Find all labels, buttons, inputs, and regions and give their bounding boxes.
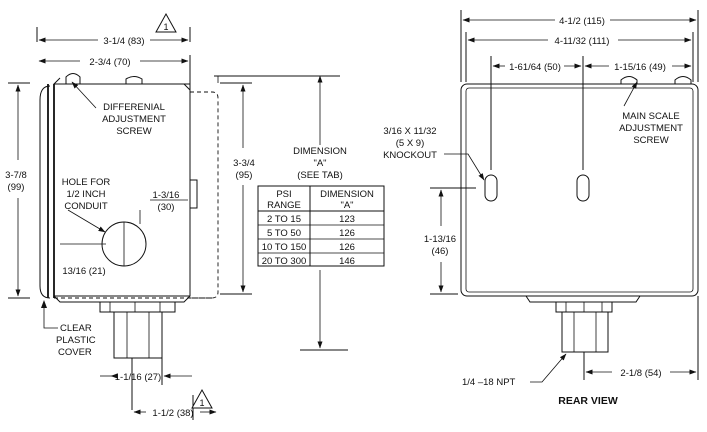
table-header-range-2: RANGE [267, 200, 301, 211]
differential-label-3: SCREW [116, 126, 151, 137]
cover-label-2: PLASTIC [56, 335, 96, 346]
dim-fitting: 1-1/16 (27) [115, 372, 161, 383]
table-cell: 5 TO 50 [267, 228, 301, 239]
dim-hole-offset-a: 1-3/16 [153, 190, 180, 201]
side-view: 3-1/4 (83) 1 2-3/4 (70) 3-7/8 (99) [5, 12, 255, 420]
table-cell: 126 [339, 228, 355, 239]
hole-label-1: HOLE FOR [62, 177, 111, 188]
table-header-dim-2: "A" [340, 200, 353, 211]
dimension-a-section: DIMENSION "A" (SEE TAB) PSI RANGE DIMENS… [214, 75, 385, 351]
table-cell: 126 [339, 242, 355, 253]
knockout-label-3: KNOCKOUT [383, 150, 437, 161]
table-cell: 2 TO 15 [267, 214, 301, 225]
rear-view-title: REAR VIEW [558, 395, 618, 407]
main-scale-label-2: ADJUSTMENT [619, 123, 683, 134]
dimension-a-label-1: DIMENSION [293, 146, 347, 157]
dim-hole-offset-b: (30) [158, 202, 175, 213]
npt-label: 1/4 –18 NPT [462, 377, 516, 388]
table-cell: 20 TO 300 [262, 256, 307, 267]
note-triangle-icon: 1 [155, 12, 177, 33]
svg-text:1: 1 [163, 22, 168, 32]
knockout-label-2: (5 X 9) [396, 138, 425, 149]
cover-label-1: CLEAR [60, 323, 92, 334]
table-header-dim-1: DIMENSION [320, 189, 374, 200]
main-scale-label-1: MAIN SCALE [622, 111, 680, 122]
main-scale-label-3: SCREW [633, 135, 668, 146]
dim-hole-bottom: 13/16 (21) [62, 266, 105, 277]
dim-height-text-b: (99) [8, 182, 25, 193]
dim-rear-inner-width: 4-11/32 (111) [555, 36, 610, 47]
dim-side-height-a: 3-3/4 [233, 158, 255, 169]
knockout-label-1: 3/16 X 11/32 [383, 126, 436, 137]
dim-rear-bottom: 2-1/8 (54) [620, 368, 661, 379]
differential-label-1: DIFFERENIAL [103, 102, 165, 113]
table-cell: 146 [339, 256, 355, 267]
table-cell: 10 TO 150 [262, 242, 307, 253]
dim-fitting-total: 1-1/2 (38) [152, 408, 193, 419]
hole-label-3: CONDUIT [64, 201, 107, 212]
dimension-a-label-3: (SEE TAB) [297, 170, 343, 181]
dim-rear-side-b: (46) [432, 246, 449, 257]
dim-body-width: 2-3/4 (70) [89, 57, 130, 68]
dim-rear-width: 4-1/2 (115) [559, 16, 605, 27]
cover-label-3: COVER [58, 347, 92, 358]
dim-side-width: 3-1/4 (83) [103, 36, 144, 47]
table-cell: 123 [339, 214, 355, 225]
table-header-range-1: PSI [276, 189, 291, 200]
rear-view: 4-1/2 (115) 4-11/32 (111) 1-61/64 (50) 1… [383, 10, 699, 407]
hole-label-2: 1/2 INCH [66, 189, 105, 200]
dim-side-height-b: (95) [236, 170, 253, 181]
psi-range-table: PSI RANGE DIMENSION "A" 2 TO 15 123 5 TO… [257, 185, 385, 267]
dim-rear-left-offset: 1-61/64 (50) [509, 62, 561, 73]
dim-height-text-a: 3-7/8 [5, 170, 27, 181]
dim-rear-right-offset: 1-15/16 (49) [614, 62, 666, 73]
dimension-a-label-2: "A" [313, 158, 326, 169]
dim-rear-side-a: 1-13/16 [424, 234, 456, 245]
differential-label-2: ADJUSTMENT [102, 114, 166, 125]
svg-text:1: 1 [199, 398, 204, 408]
note-triangle-icon: 1 [191, 388, 213, 409]
